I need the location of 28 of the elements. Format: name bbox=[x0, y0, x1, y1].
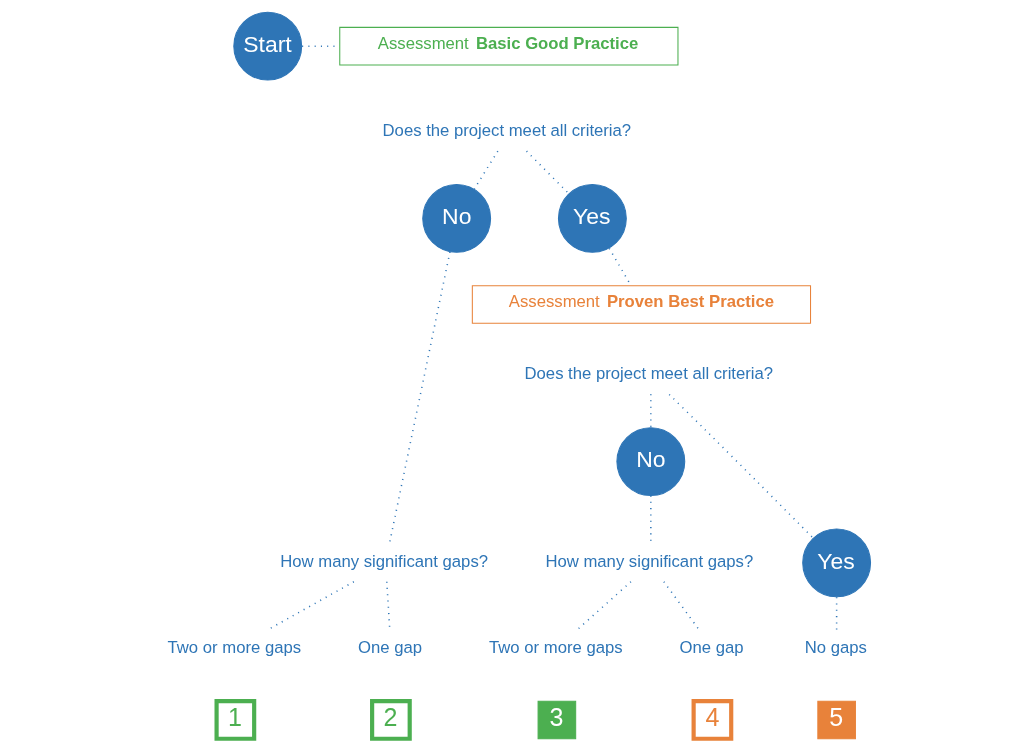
node-box: Assessment Proven Best Practice bbox=[471, 285, 811, 324]
node-text: How many significant gaps? bbox=[544, 551, 753, 571]
node-text: How many significant gaps? bbox=[279, 551, 488, 571]
node-circle: No bbox=[421, 183, 491, 253]
node-circle: Start bbox=[232, 11, 302, 81]
node-text: Does the project meet all criteria? bbox=[524, 364, 773, 384]
connector bbox=[649, 393, 652, 429]
node-box: 2 bbox=[369, 699, 412, 741]
connector bbox=[525, 150, 570, 195]
node-box: Assessment Basic Good Practice bbox=[338, 26, 678, 66]
node-text: One gap bbox=[679, 637, 744, 657]
node-box: 1 bbox=[214, 699, 256, 741]
node-text: Two or more gaps bbox=[167, 637, 301, 657]
node-text: No gaps bbox=[804, 637, 867, 657]
connector bbox=[473, 150, 499, 190]
node-box: 4 bbox=[691, 699, 733, 741]
connector bbox=[667, 393, 814, 539]
connector bbox=[662, 580, 700, 631]
node-circle: Yes bbox=[801, 528, 871, 598]
connector bbox=[835, 596, 837, 631]
node-box: 3 bbox=[537, 700, 576, 740]
node-circle: No bbox=[615, 427, 685, 497]
node-text: One gap bbox=[357, 637, 422, 657]
node-text: Two or more gaps bbox=[488, 637, 623, 657]
node-circle: Yes bbox=[557, 183, 627, 253]
connector bbox=[388, 251, 451, 545]
node-box: 5 bbox=[816, 700, 856, 740]
node-text: Does the project meet all criteria? bbox=[382, 121, 631, 141]
